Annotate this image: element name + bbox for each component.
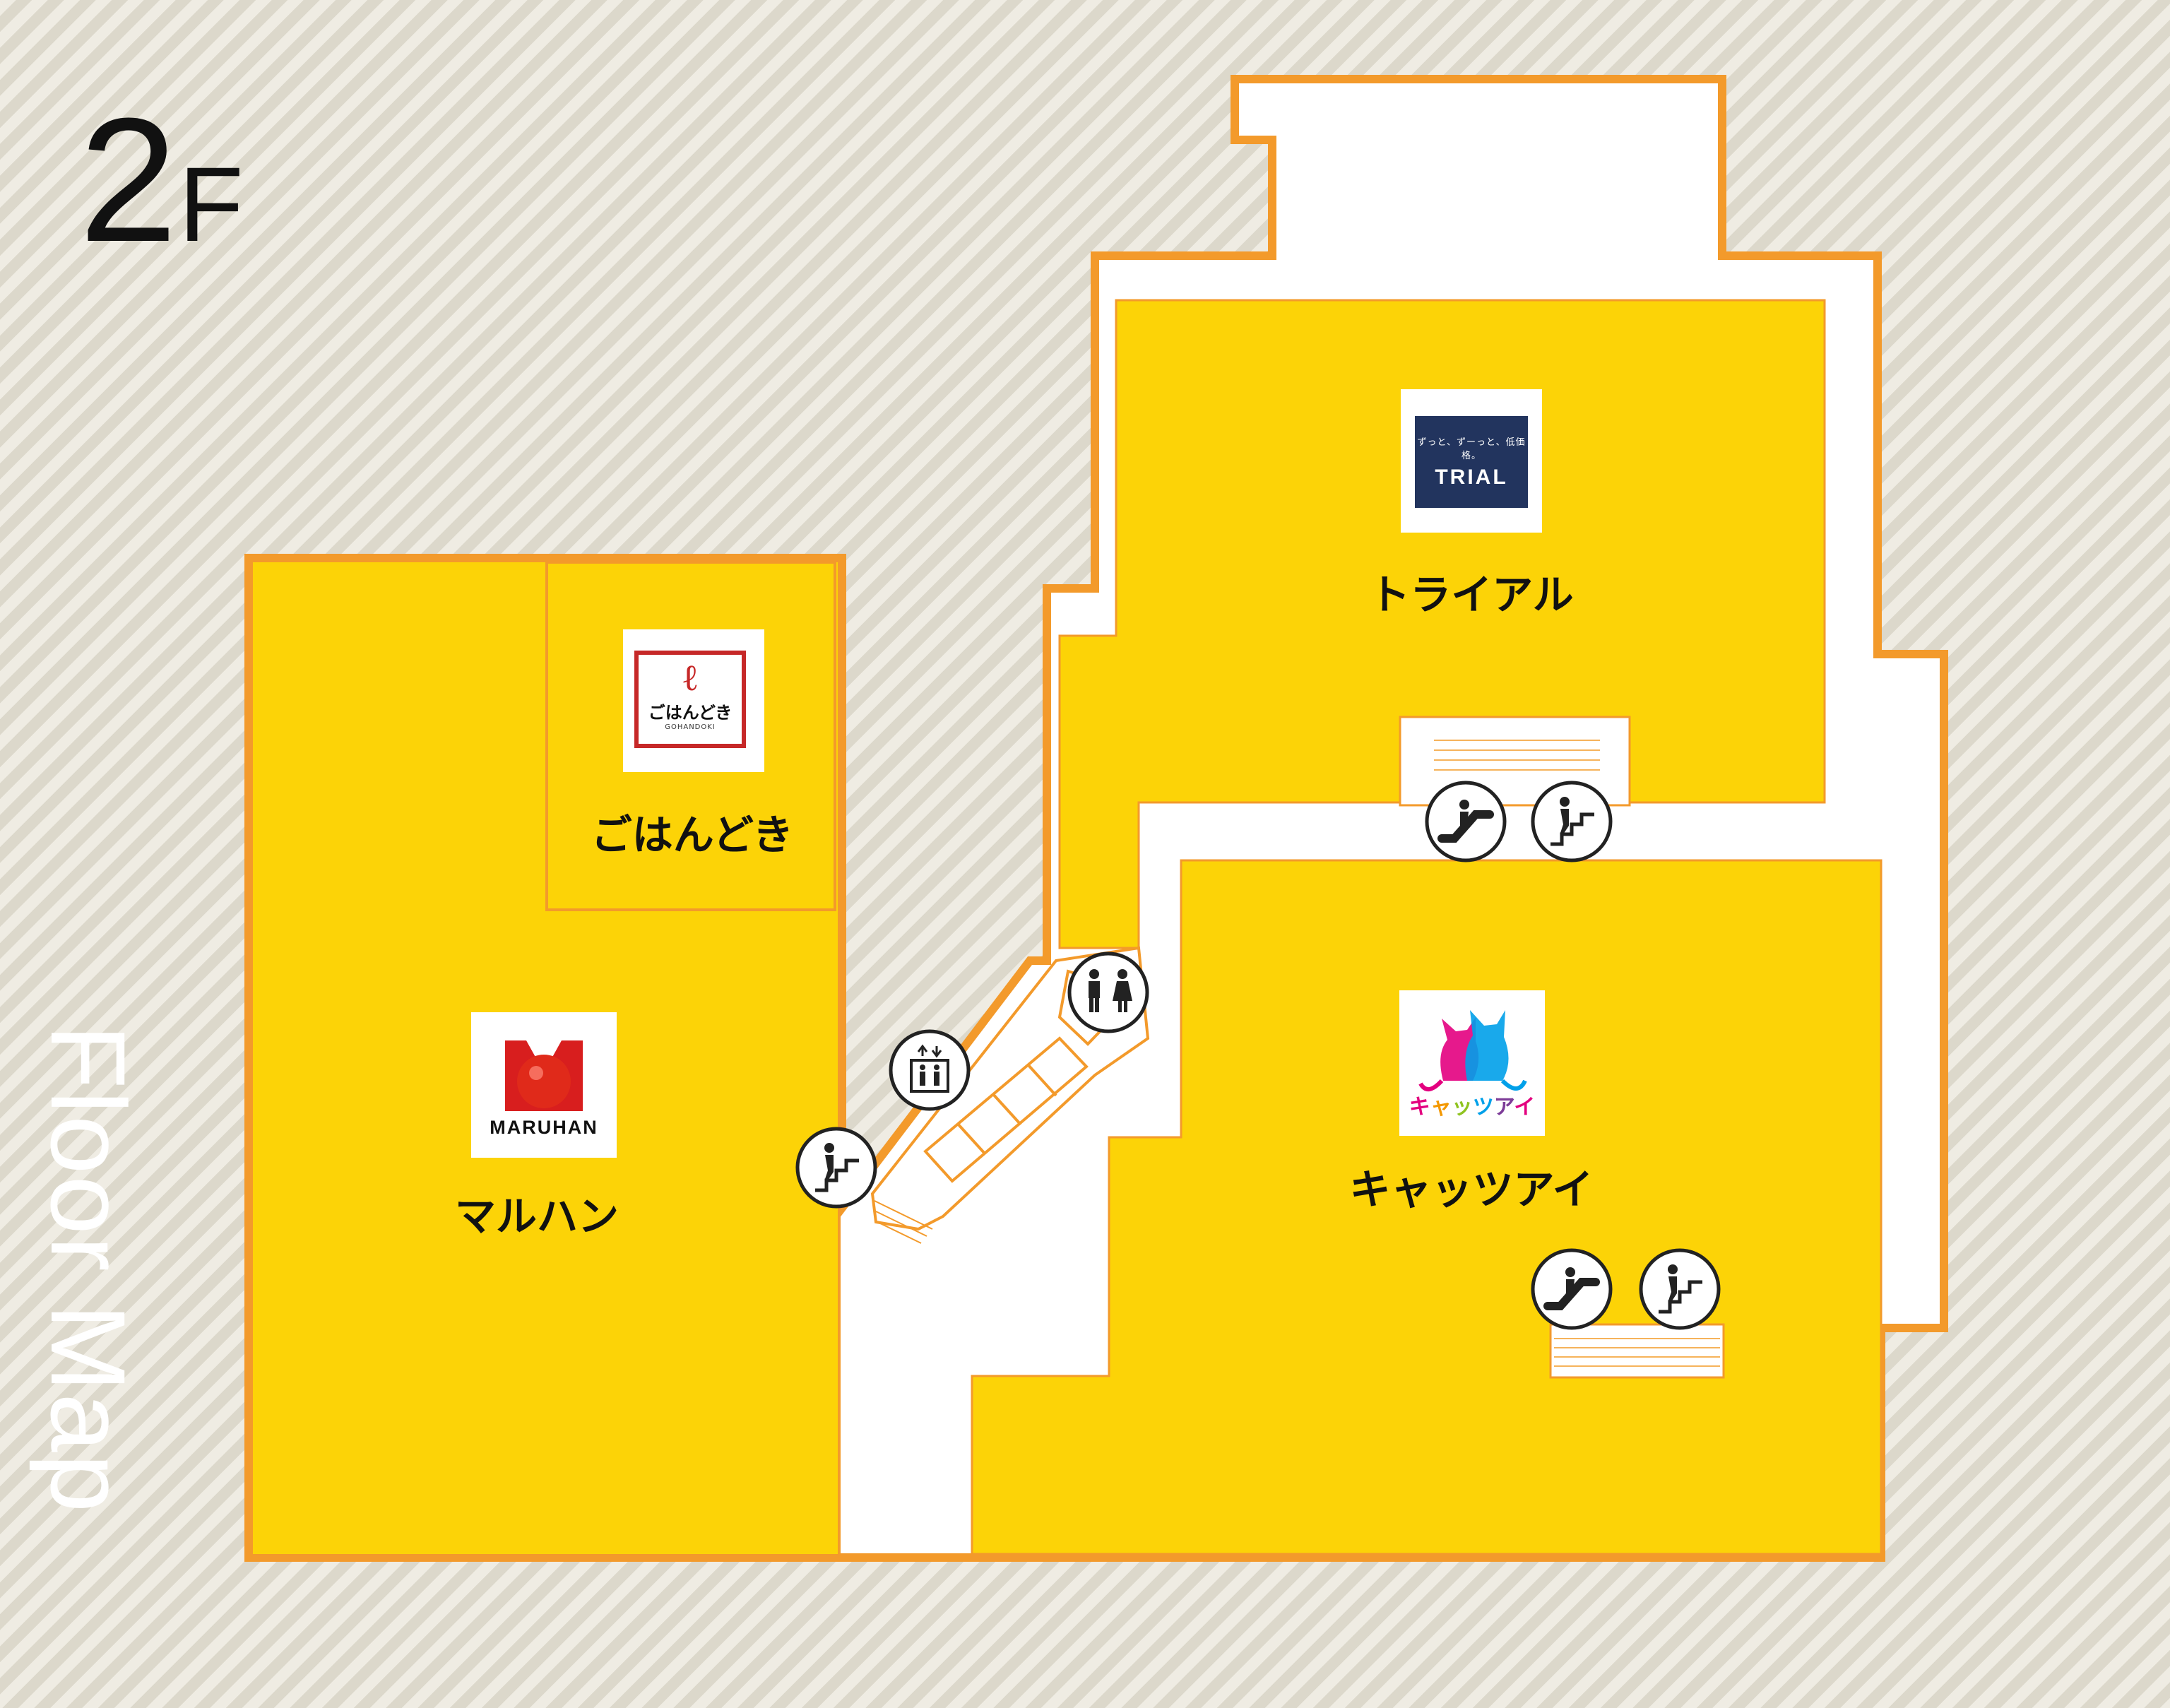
stairs-steps-west xyxy=(874,1200,933,1244)
gohandoki-wordmark: ごはんどき xyxy=(648,703,733,723)
trial-logo[interactable]: ずっと、ずーっと、低価格。 TRIAL xyxy=(1401,389,1542,533)
trial-logo-mark: ずっと、ずーっと、低価格。 TRIAL xyxy=(1415,416,1528,508)
catseye-logo-mark: キャッツアイ xyxy=(1399,990,1545,1136)
floor-label: 2F xyxy=(79,92,244,268)
elevator-icon[interactable] xyxy=(887,1028,972,1113)
catseye-char: ツ xyxy=(1472,1095,1494,1120)
gohandoki-swirl-icon: ℓ xyxy=(681,657,699,699)
stairs-icon[interactable] xyxy=(1529,779,1614,864)
catseye-logo[interactable]: キャッツアイ xyxy=(1399,990,1545,1136)
maruhan-wordmark: MARUHAN xyxy=(490,1117,598,1138)
gohandoki-sub: GOHANDOKI xyxy=(665,723,716,731)
catseye-cats-icon xyxy=(1418,1010,1527,1091)
escalator-well-south xyxy=(1549,1323,1725,1379)
store-label-catseye[interactable]: キャッツアイ xyxy=(1349,1166,1594,1214)
restroom-icon[interactable] xyxy=(1066,950,1151,1035)
floor-map-title: Floor Map xyxy=(29,1024,148,1514)
catseye-char: ャ xyxy=(1430,1095,1452,1120)
maruhan-logo[interactable]: MARUHAN xyxy=(471,1012,617,1158)
gohandoki-logo-mark: ℓ ごはんどき GOHANDOKI xyxy=(634,651,746,748)
trial-wordmark: TRIAL xyxy=(1435,465,1508,489)
stairs-icon[interactable] xyxy=(1637,1247,1722,1332)
floor-unit: F xyxy=(179,145,244,263)
store-label-maruhan[interactable]: マルハン xyxy=(454,1192,619,1240)
catseye-char: ッ xyxy=(1451,1095,1473,1120)
maruhan-m-icon xyxy=(505,1040,583,1111)
catseye-char: ア xyxy=(1493,1095,1514,1120)
floor-number: 2 xyxy=(79,81,177,278)
store-area-catseye[interactable] xyxy=(971,859,1883,1555)
catseye-wordmark: キャッツアイ xyxy=(1399,1089,1545,1120)
store-label-gohandoki[interactable]: ごはんどき xyxy=(591,811,794,859)
catseye-char: キ xyxy=(1409,1095,1430,1120)
gohandoki-logo[interactable]: ℓ ごはんどき GOHANDOKI xyxy=(623,629,764,772)
maruhan-logo-mark: MARUHAN xyxy=(471,1012,617,1158)
store-label-trial[interactable]: トライアル xyxy=(1369,571,1574,619)
trial-tagline: ずっと、ずーっと、低価格。 xyxy=(1417,437,1526,461)
escalator-icon[interactable] xyxy=(1423,779,1508,864)
stairs-icon[interactable] xyxy=(794,1125,879,1210)
escalator-icon[interactable] xyxy=(1529,1247,1614,1332)
catseye-char: イ xyxy=(1514,1095,1536,1120)
